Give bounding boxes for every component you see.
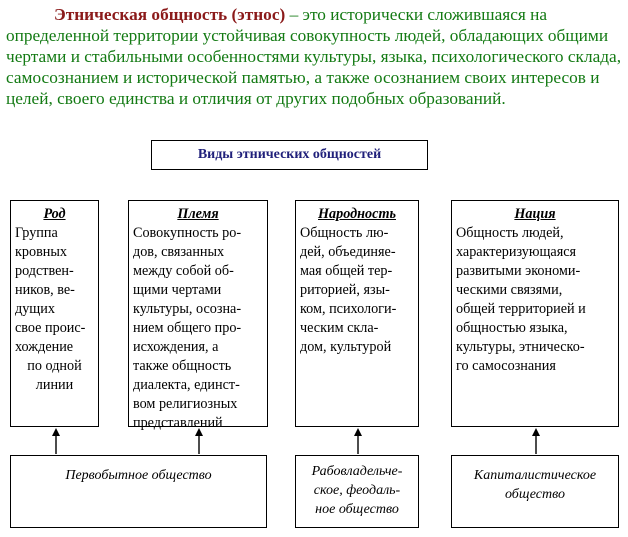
types-header-box: Виды этнических общностей bbox=[151, 140, 428, 170]
text-line: общей территорией и bbox=[456, 301, 586, 317]
text-line: культуры, этническо- bbox=[456, 339, 585, 355]
text-line: Общность лю- bbox=[300, 225, 389, 241]
text-line: го самосознания bbox=[456, 358, 556, 374]
text-line: между собой об- bbox=[133, 263, 234, 279]
society-box-primitive: Первобытное общество bbox=[10, 455, 267, 528]
types-header-title: Виды этнических общностей bbox=[197, 147, 382, 162]
text-line: представлений bbox=[133, 415, 223, 431]
text-line: характеризующаяся bbox=[456, 244, 577, 260]
society-box-slave-feudal: Рабовладельче- ское, феодаль- ное общест… bbox=[295, 455, 419, 528]
society-label: общество bbox=[504, 487, 566, 502]
text-line: вом религиозных bbox=[133, 396, 238, 412]
society-label: Капиталистическое bbox=[473, 468, 597, 483]
ethnic-type-box-plemya: Племя Совокупность ро- дов, связанных ме… bbox=[128, 200, 268, 431]
definition-body: – это исторически сложившаяся на определ… bbox=[6, 5, 622, 108]
arrow-up-icon bbox=[52, 428, 60, 454]
ethnic-type-title: Нация bbox=[514, 206, 556, 222]
text-line: ческими связями, bbox=[456, 282, 563, 298]
society-label: Рабовладельче- bbox=[311, 464, 403, 479]
text-line: дей, объединяе- bbox=[300, 244, 396, 260]
ethnic-type-title: Племя bbox=[177, 206, 219, 222]
society-label: ное общество bbox=[315, 502, 399, 517]
text-line: родствен- bbox=[15, 263, 74, 279]
ethnic-type-box-narodnost: Народность Общность лю- дей, объединяе- … bbox=[295, 200, 419, 427]
text-line: ников, ве- bbox=[15, 282, 75, 298]
definition-term: Этническая общность (этнос) bbox=[54, 5, 286, 24]
text-line: Совокупность ро- bbox=[133, 225, 242, 241]
arrow-up-icon bbox=[532, 428, 540, 454]
text-line: исхождения, а bbox=[133, 339, 219, 355]
ethnic-type-box-natsia: Нация Общность людей, характеризующаяся … bbox=[451, 200, 619, 427]
text-line: щими чертами bbox=[133, 282, 222, 298]
arrow-up-icon bbox=[354, 428, 362, 454]
text-line: риторией, язы- bbox=[300, 282, 390, 298]
text-line: общностью языка, bbox=[456, 320, 568, 336]
text-line: также общность bbox=[133, 358, 232, 374]
text-line: дущих bbox=[15, 301, 55, 317]
text-line: свое проис- bbox=[15, 320, 86, 336]
text-line: по одной bbox=[27, 358, 82, 374]
text-line: развитыми экономи- bbox=[456, 263, 581, 279]
text-line: линии bbox=[35, 377, 74, 393]
definition-text: Этническая общность (этнос) – это истори… bbox=[6, 4, 622, 109]
text-line: Общность людей, bbox=[456, 225, 564, 241]
arrow-up-icon bbox=[195, 428, 203, 454]
text-line: кровных bbox=[15, 244, 67, 260]
text-line: мая общей тер- bbox=[300, 263, 393, 279]
text-line: дом, культурой bbox=[300, 339, 392, 355]
ethnic-type-box-rod: Род Группа кровных родствен- ников, ве- … bbox=[10, 200, 99, 427]
ethnic-type-title: Род bbox=[43, 206, 66, 222]
text-line: нием общего про- bbox=[133, 320, 242, 336]
ethnic-type-title: Народность bbox=[318, 206, 396, 222]
text-line: ком, психологи- bbox=[300, 301, 397, 317]
text-line: дов, связанных bbox=[133, 244, 225, 260]
society-label: ское, феодаль- bbox=[313, 483, 401, 498]
society-label: Первобытное общество bbox=[65, 468, 212, 483]
text-line: Группа bbox=[15, 225, 58, 241]
society-box-capitalist: Капиталистическое общество bbox=[451, 455, 619, 528]
text-line: диалекта, единст- bbox=[133, 377, 240, 393]
text-line: хождение bbox=[15, 339, 74, 355]
text-line: ческим скла- bbox=[300, 320, 379, 336]
text-line: культуры, осозна- bbox=[133, 301, 242, 317]
